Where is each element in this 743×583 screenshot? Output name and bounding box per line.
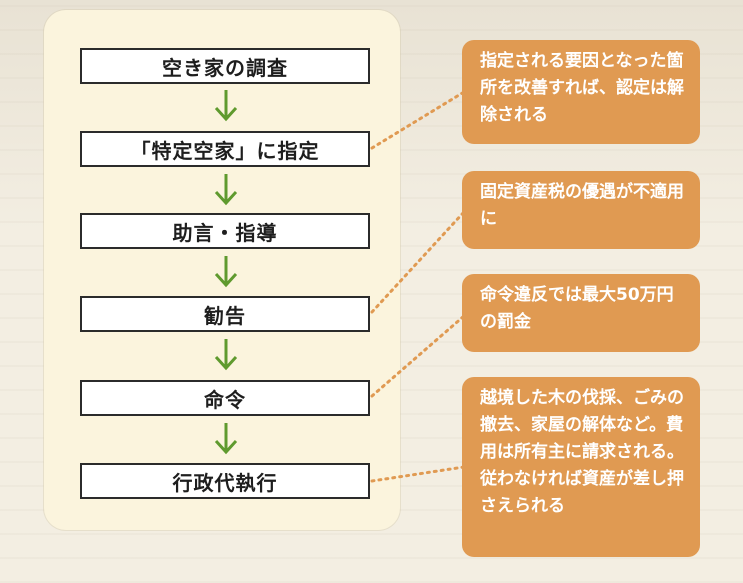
step-administrative-execution: 行政代執行 [80, 463, 370, 499]
flow-panel [44, 10, 400, 530]
note-tax-benefit: 固定資産税の優遇が不適用に [462, 171, 700, 249]
note-fine: 命令違反では最大50万円の罰金 [462, 274, 700, 352]
connector-order [370, 314, 466, 398]
arrow-down-icon [214, 174, 238, 206]
step-order: 命令 [80, 380, 370, 416]
arrow-down-icon [214, 339, 238, 371]
step-designation: 「特定空家」に指定 [80, 131, 370, 167]
note-execution-details: 越境した木の伐採、ごみの撤去、家屋の解体など。費用は所有主に請求される。従わなけ… [462, 377, 700, 557]
connector-recommendation [370, 210, 466, 314]
note-designation-release: 指定される要因となった箇所を改善すれば、認定は解除される [462, 40, 700, 144]
step-recommendation: 勧告 [80, 296, 370, 332]
step-survey: 空き家の調査 [80, 48, 370, 84]
connector-designation [370, 90, 466, 150]
arrow-down-icon [214, 256, 238, 288]
connector-execution [370, 465, 466, 483]
arrow-down-icon [214, 90, 238, 122]
arrow-down-icon [214, 423, 238, 455]
step-advice-guidance: 助言・指導 [80, 213, 370, 249]
